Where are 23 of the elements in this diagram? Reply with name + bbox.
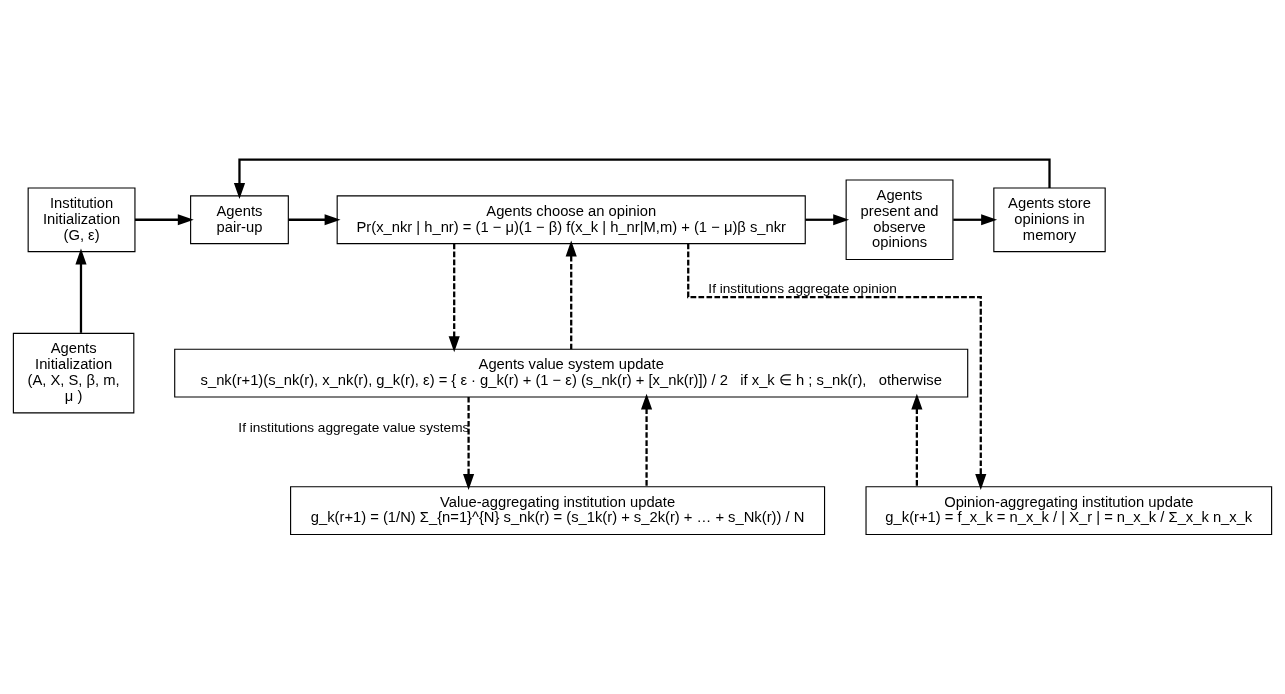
edge-label: If institutions aggregate value systems [238, 420, 470, 436]
arrow [911, 393, 923, 487]
edge-label: If institutions aggregate opinion [708, 281, 897, 297]
arrow [463, 397, 475, 490]
arrow [288, 214, 341, 226]
arrow [135, 214, 194, 226]
node-box: Institution Initialization (G, ε) [27, 187, 136, 253]
arrow [75, 248, 87, 333]
node-box: Opinion-aggregating institution update g_k(r+1) = f_x_k = n_x_k / | X_r | = n_x_k / Σ_x_k n_x_k [865, 486, 1273, 536]
arrow [953, 214, 998, 226]
node-box: Agents value system update s_nk(r+1)(s_nk(r), x_nk(r), g_k(r), ε) = { ε · g_k(r) + (1 − ε) (s_nk(r) + [x_nk(r)]) / 2 if x_k ∈ h ; s_nk(r), otherwise [174, 348, 969, 398]
arrow [687, 243, 987, 490]
node-box: Agents present and observe opinions [845, 179, 954, 261]
node-box: Agents choose an opinion Pr(x_nkr | h_nr) = (1 − μ)(1 − β) f(x_k | h_nr|M,m) + (1 − μ)β s_nkr [336, 195, 806, 245]
arrow [805, 214, 850, 226]
node-box: Agents Initialization (A, X, S, β, m, μ ) [12, 332, 135, 414]
node-box: Agents store opinions in memory [993, 187, 1106, 253]
arrow [233, 158, 1051, 200]
node-box: Agents pair-up [190, 195, 289, 245]
arrow [565, 240, 577, 350]
arrow [448, 243, 460, 353]
arrow [641, 393, 653, 487]
node-box: Value-aggregating institution update g_k(r+1) = (1/N) Σ_{n=1}^{N} s_nk(r) = (s_1k(r) + s_2k(r) + … + s_Nk(r)) / N [290, 486, 826, 536]
